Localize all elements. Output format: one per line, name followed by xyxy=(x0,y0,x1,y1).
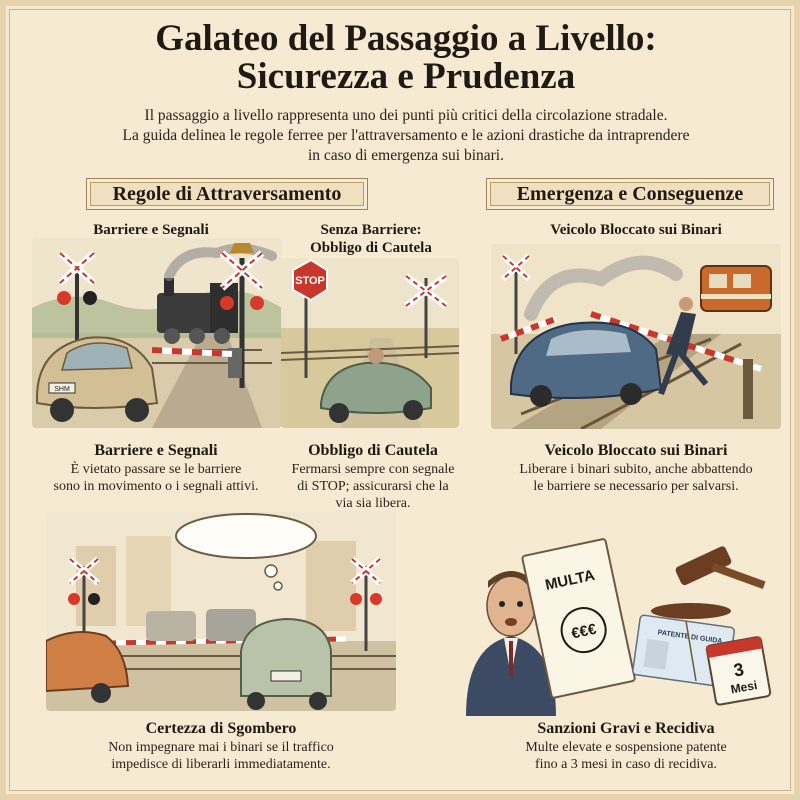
illustration-barriers-signals: SHM xyxy=(32,238,282,428)
caption-line: via sia libera. xyxy=(335,496,411,511)
barrier-arm-icon xyxy=(151,347,242,378)
panel-label-cautela: Senza Barriere: Obbligo di Cautela xyxy=(286,221,456,257)
crossbuck-right-icon xyxy=(350,556,382,651)
caption-title-cautela: Obbligo di Cautela xyxy=(308,442,438,459)
worried-man-icon xyxy=(466,571,556,716)
illustration-vehicle-stuck xyxy=(491,244,781,429)
caption-body-cautela: Fermarsi sempre con segnale di STOP; ass… xyxy=(268,461,478,512)
title-line-2: Sicurezza e Prudenza xyxy=(236,56,576,97)
green-car-icon xyxy=(240,617,332,710)
caption-line: di STOP; assicurarsi che la xyxy=(297,479,449,494)
illustration-traffic-queue xyxy=(46,511,396,711)
panel-label-line: Obbligo di Cautela xyxy=(310,240,432,256)
caption-line: le barriere se necessario per salvarsi. xyxy=(533,479,739,494)
section-header-emergency: Emergenza e Conseguenze xyxy=(486,178,774,210)
caption-title-sanzioni: Sanzioni Gravi e Recidiva xyxy=(537,720,715,737)
panel-label-barriere: Barriere e Segnali xyxy=(93,222,209,238)
caption-body-bloccato: Liberare i binari subito, anche abbatten… xyxy=(486,461,786,495)
caption-line: Fermarsi sempre con segnale xyxy=(291,462,455,477)
caption-title-bloccato: Veicolo Bloccato sui Binari xyxy=(544,442,728,459)
thought-bubble-icon xyxy=(175,513,317,559)
intro-line-1: Il passaggio a livello rappresenta uno d… xyxy=(144,107,668,124)
calendar-number: 3 xyxy=(732,659,745,680)
intro-line-3: in caso di emergenza sui binari. xyxy=(308,147,504,164)
caption-body-barriere: È vietato passare se le barriere sono in… xyxy=(26,461,286,495)
barriers-scene: SHM xyxy=(32,238,282,428)
caption-line: Non impegnare mai i binari se il traffic… xyxy=(108,740,334,755)
page-title: Galateo del Passaggio a Livello: Sicurez… xyxy=(6,20,800,96)
calendar-word: Mesi xyxy=(730,678,759,696)
section-header-rules: Regole di Attraversamento xyxy=(86,178,368,210)
caption-line: fino a 3 mesi in caso di recidiva. xyxy=(535,757,717,772)
fine-paper-icon: MULTA €€€ xyxy=(521,538,636,699)
crossbuck-icon xyxy=(403,273,449,358)
crossbuck-icon xyxy=(501,253,531,354)
blue-car-icon xyxy=(510,321,663,407)
illustration-penalties: MULTA €€€ PATENTE DI GUIDA 3 Mesi xyxy=(456,526,776,716)
crossbuck-left-icon xyxy=(68,556,100,651)
train-icon xyxy=(700,265,772,312)
stuck-scene xyxy=(491,244,781,429)
panel-label-bloccato: Veicolo Bloccato sui Binari xyxy=(550,222,722,238)
caption-title-sgombero: Certezza di Sgombero xyxy=(145,720,297,737)
gavel-icon xyxy=(651,546,766,619)
illustration-stop-caution: STOP xyxy=(281,258,459,428)
caption-line: Liberare i binari subito, anche abbatten… xyxy=(519,462,753,477)
orange-car-icon xyxy=(46,631,130,703)
stop-sign-icon: STOP xyxy=(292,258,328,378)
penalties-scene: MULTA €€€ PATENTE DI GUIDA 3 Mesi xyxy=(456,526,776,716)
stop-scene: STOP xyxy=(281,258,459,428)
caption-body-sanzioni: Multe elevate e sospensione patente fino… xyxy=(486,739,766,773)
beetle-car-icon: SHM xyxy=(36,336,159,422)
panel-label-line: Senza Barriere: xyxy=(320,222,422,238)
stop-text: STOP xyxy=(295,275,325,287)
plate-text: SHM xyxy=(54,386,70,393)
caption-body-sgombero: Non impegnare mai i binari se il traffic… xyxy=(66,739,376,773)
intro-text: Il passaggio a livello rappresenta uno d… xyxy=(86,106,726,166)
caption-line: impedisce di liberarli immediatamente. xyxy=(111,757,331,772)
caption-title-barriere: Barriere e Segnali xyxy=(94,442,218,459)
crossbuck-left-icon xyxy=(57,250,97,348)
title-line-1: Galateo del Passaggio a Livello: xyxy=(155,18,657,59)
caption-line: È vietato passare se le barriere xyxy=(70,462,242,477)
intro-line-2: La guida delinea le regole ferree per l'… xyxy=(122,127,690,144)
caption-line: Multe elevate e sospensione patente xyxy=(525,740,727,755)
traffic-scene xyxy=(46,511,396,711)
euro-text: €€€ xyxy=(570,621,599,643)
convertible-car-icon xyxy=(320,348,432,423)
man-running-icon xyxy=(658,297,709,396)
caption-line: sono in movimento o i segnali attivi. xyxy=(53,479,259,494)
calendar-icon: 3 Mesi xyxy=(705,636,772,706)
